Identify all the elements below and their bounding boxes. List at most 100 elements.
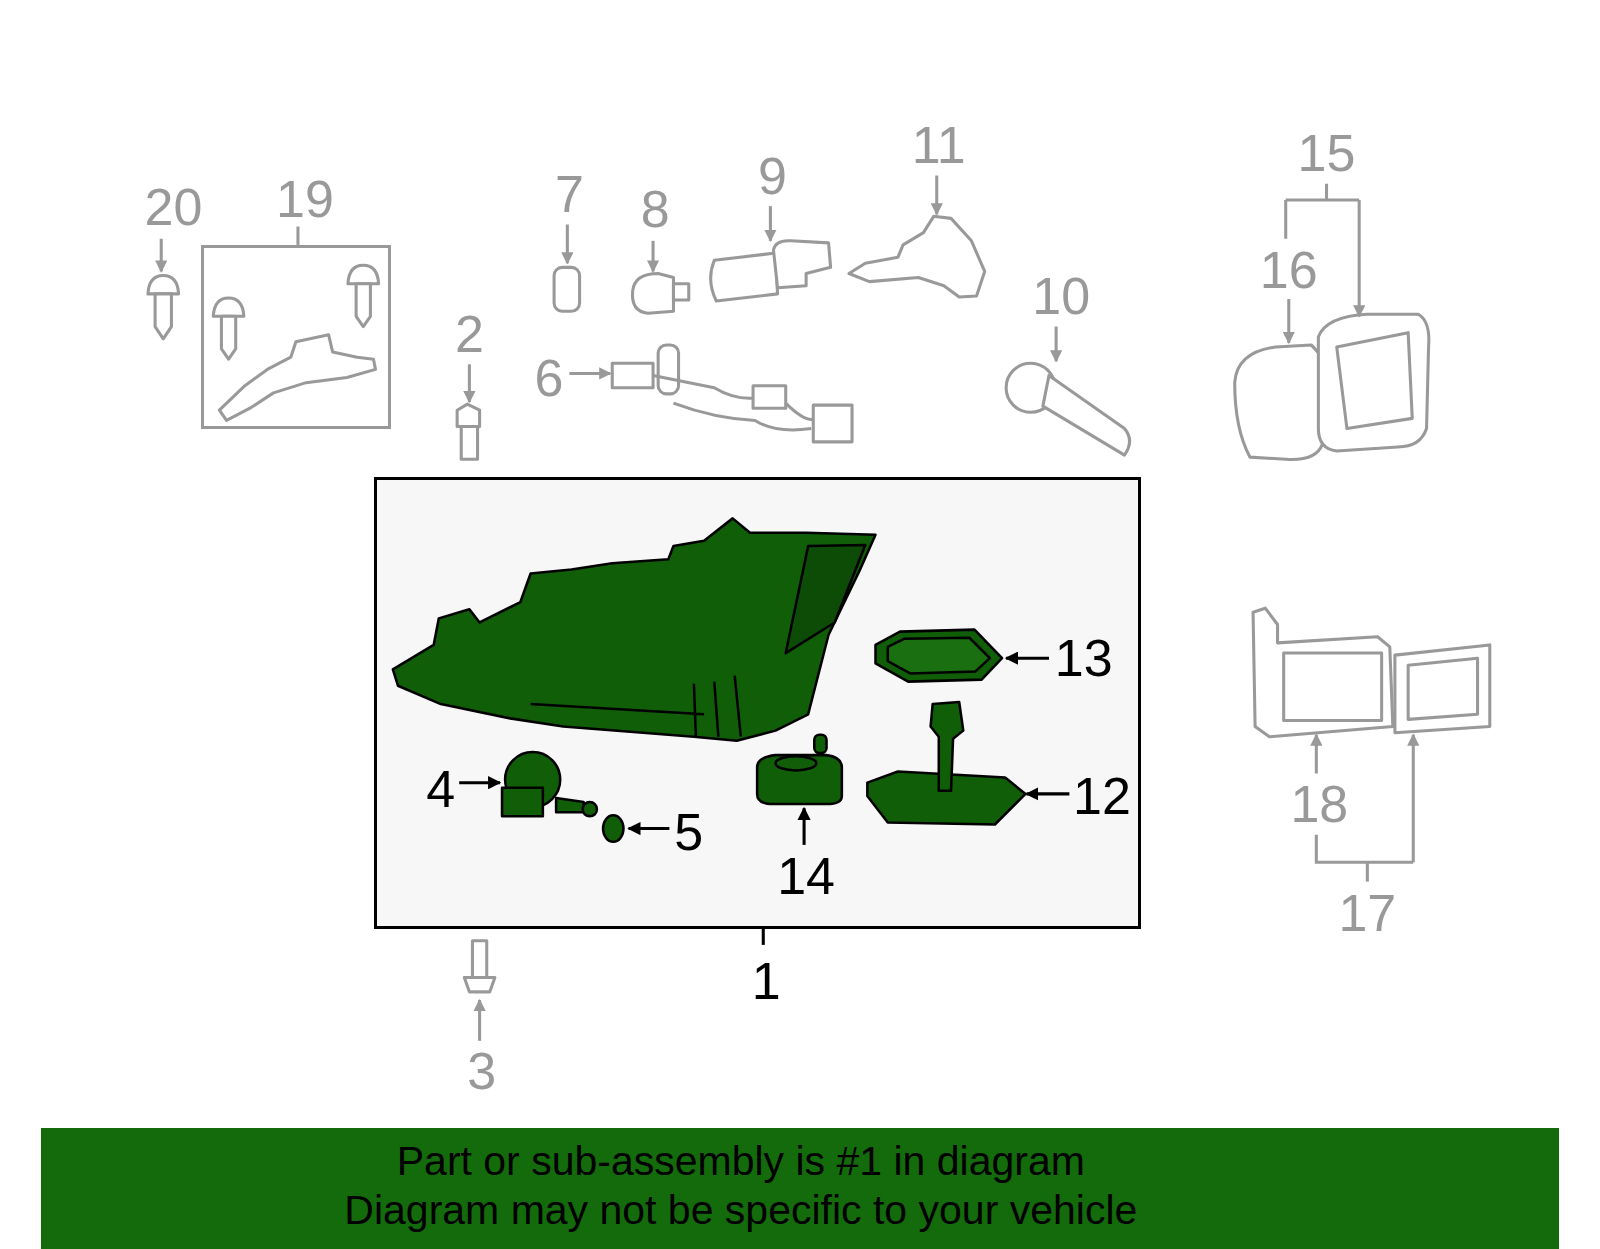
callout-number: 19: [276, 173, 334, 225]
bracket: [1316, 835, 1413, 863]
leader-line: [769, 206, 772, 241]
callout-number: 18: [1290, 778, 1348, 830]
black-leaders: [459, 658, 1069, 945]
callout-number: 8: [641, 183, 670, 235]
bracket: [219, 335, 375, 421]
leader-line: [1315, 735, 1318, 774]
callout-number: 20: [145, 181, 203, 233]
bulb: [632, 273, 673, 313]
leader-line: [160, 239, 163, 272]
bolt: [457, 404, 479, 426]
callout-number: 13: [1055, 632, 1113, 684]
assembly-box: 1: [374, 477, 1140, 929]
leader-line: [566, 225, 569, 264]
callout-number: 14: [777, 850, 835, 902]
screw: [148, 276, 179, 294]
callout-number: 7: [555, 168, 584, 220]
leader-line: [762, 929, 765, 945]
callout-number: 16: [1260, 244, 1318, 296]
kit-ground: [201, 245, 391, 429]
bulb-base: [673, 284, 688, 300]
callout-number: 6: [535, 352, 564, 404]
cover-inner: [1408, 658, 1477, 719]
leader-line: [1055, 327, 1058, 362]
bulb: [711, 253, 778, 301]
o-ring: [603, 815, 623, 842]
screw: [213, 298, 244, 316]
leader-line: [1027, 792, 1070, 795]
callout-number: 15: [1298, 127, 1356, 179]
cover: [1395, 645, 1490, 733]
bracket: [1286, 184, 1359, 239]
socket: [658, 345, 678, 394]
callout-number: 9: [758, 150, 787, 202]
leader-line: [569, 372, 610, 375]
connector: [813, 405, 852, 442]
callout-number: 3: [467, 1045, 496, 1097]
callout-number: 12: [1073, 770, 1131, 822]
bulb: [1043, 376, 1130, 456]
gasket-inner: [888, 638, 990, 674]
igniter-stem: [556, 798, 584, 812]
ballast-cap: [776, 756, 817, 770]
leader-line: [1358, 200, 1361, 316]
wire: [673, 403, 811, 430]
leader-line: [629, 827, 670, 830]
grey-leaders: [161, 176, 1413, 1041]
bolt: [461, 427, 477, 460]
callout-number: 10: [1032, 270, 1090, 322]
bulb-base: [773, 241, 830, 288]
leader-line: [478, 1000, 481, 1041]
gasket: [876, 630, 1003, 682]
connector: [753, 386, 786, 408]
connector: [612, 363, 653, 387]
ballast: [757, 755, 842, 804]
note-banner: Part or sub-assembly is #1 in diagramDia…: [41, 1128, 1559, 1249]
wire: [653, 376, 816, 420]
bolt: [464, 978, 495, 992]
cover: [1235, 345, 1323, 460]
leader-line: [1006, 657, 1049, 660]
leader-line: [296, 227, 299, 245]
callout-number: 1: [752, 955, 781, 1007]
headlamp-detail: [786, 545, 866, 653]
socket: [849, 216, 985, 297]
callout-number: 2: [455, 308, 484, 360]
cover-inner: [1337, 333, 1413, 429]
cover: [1318, 314, 1428, 451]
leader-line: [1287, 299, 1290, 343]
bulb: [554, 267, 580, 311]
cover-tower: [931, 702, 964, 791]
headlamp-detail: [531, 676, 741, 737]
bracket: [1366, 862, 1369, 881]
leader-line: [803, 808, 806, 845]
headlamp: [393, 518, 876, 740]
callout-number: 11: [912, 119, 966, 171]
igniter-base: [502, 788, 543, 817]
assembly-parts: [393, 518, 1026, 841]
bolt: [472, 941, 486, 978]
leader-line: [935, 176, 938, 215]
grey-parts: [148, 216, 1490, 992]
kit-box: 19: [201, 245, 391, 429]
leader-line: [468, 364, 471, 402]
leader-line: [652, 241, 655, 272]
note-text: Diagram may not be specific to your vehi…: [344, 1190, 1137, 1231]
screw: [221, 316, 235, 359]
callout-number: 5: [674, 806, 703, 858]
igniter-tip: [583, 802, 597, 816]
ballast-pin: [814, 735, 826, 753]
leader-line: [459, 781, 500, 784]
screw: [356, 284, 370, 327]
callout-number: 17: [1338, 887, 1396, 939]
screw: [348, 265, 379, 283]
frame-inner: [1284, 653, 1382, 720]
leader-line: [1412, 735, 1415, 863]
frame: [1253, 608, 1393, 737]
screw: [155, 294, 171, 339]
